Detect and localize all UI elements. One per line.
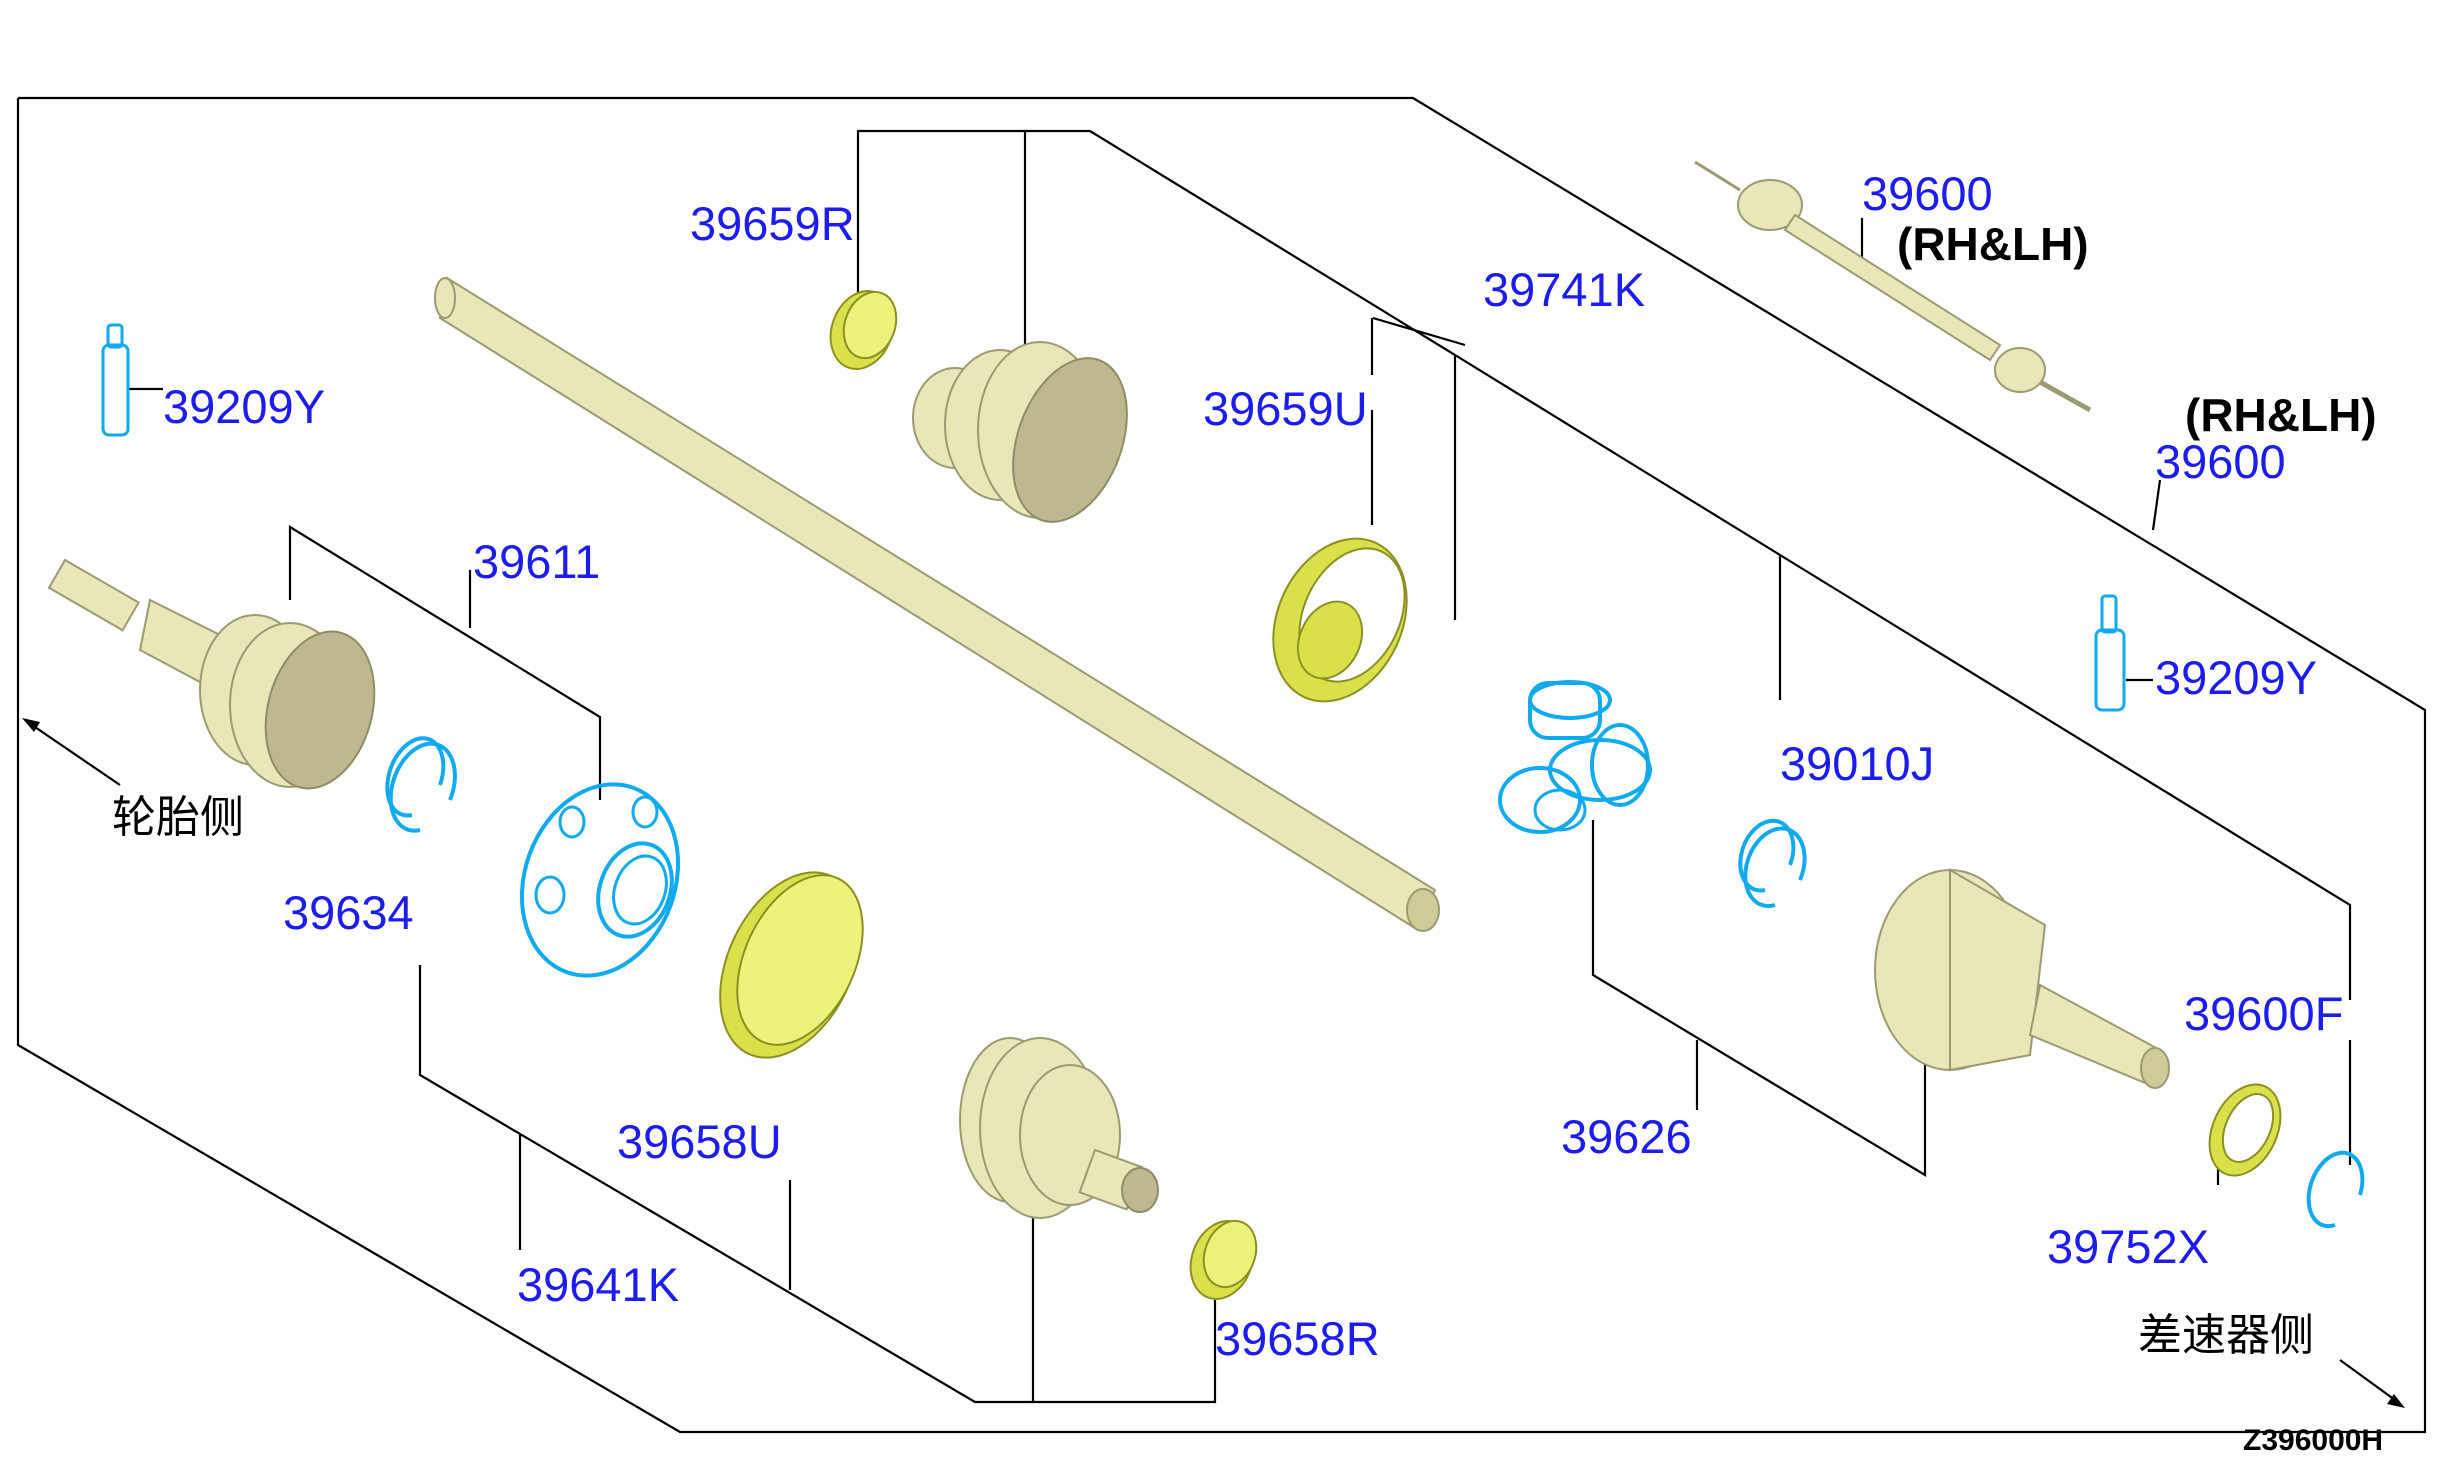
label-39626: 39626 (1561, 1110, 1692, 1163)
leader-lines (128, 129, 2352, 1404)
small-disc-top-part (829, 290, 898, 370)
driveshaft-assembly-part (1694, 160, 2092, 413)
label-39658R: 39658R (1215, 1312, 1380, 1365)
label-39659U: 39659U (1203, 382, 1368, 435)
snap-ring-left-part (385, 736, 457, 833)
part-labels: 39659R 39741K 39600 (RH&LH) 39209Y 39659… (112, 167, 2383, 1457)
label-diff-side: 差速器侧 (2138, 1310, 2314, 1361)
boot-top-part (912, 341, 1128, 523)
label-39752X: 39752X (2047, 1220, 2209, 1273)
shaft-part (434, 276, 1440, 932)
label-rhlh-right: (RH&LH) (2185, 389, 2377, 441)
label-39600-right: 39600 (2155, 435, 2286, 488)
inner-race-part (519, 782, 681, 978)
arrow-diff-side (2339, 1359, 2405, 1408)
label-39611: 39611 (473, 535, 600, 588)
label-rhlh-top: (RH&LH) (1897, 218, 2089, 270)
label-39010J: 39010J (1780, 737, 1934, 790)
label-39659R: 39659R (690, 197, 855, 250)
small-disc-bottom-part (1189, 1219, 1258, 1300)
label-39634: 39634 (283, 886, 414, 939)
label-39600F: 39600F (2184, 987, 2343, 1040)
tripod-part (1498, 680, 1652, 834)
label-39741K: 39741K (1483, 263, 1645, 316)
label-39209Y-right: 39209Y (2155, 651, 2317, 704)
housing-part (1874, 868, 2170, 1089)
ring-right-part (2208, 1083, 2282, 1177)
boot-bottom-part (959, 1037, 1159, 1219)
label-39641K: 39641K (517, 1258, 679, 1311)
snap-ring-right-part (2306, 1150, 2365, 1229)
label-39209Y-left: 39209Y (163, 380, 325, 433)
grease-tube-right-part (2094, 594, 2126, 712)
band-top-part (1272, 537, 1408, 703)
label-39658U: 39658U (617, 1115, 782, 1168)
label-tire-side: 轮胎侧 (112, 792, 244, 843)
label-39600-top: 39600 (1862, 167, 1993, 220)
snap-ring-mid-part (1738, 818, 1807, 909)
large-disc-part (719, 871, 864, 1059)
diagram-code: Z396000H (2243, 1424, 2383, 1457)
outer-joint-part (47, 558, 376, 790)
assembly-frame (16, 96, 2427, 1434)
grease-tube-left-part (101, 323, 130, 437)
arrow-tire-side (22, 718, 121, 786)
